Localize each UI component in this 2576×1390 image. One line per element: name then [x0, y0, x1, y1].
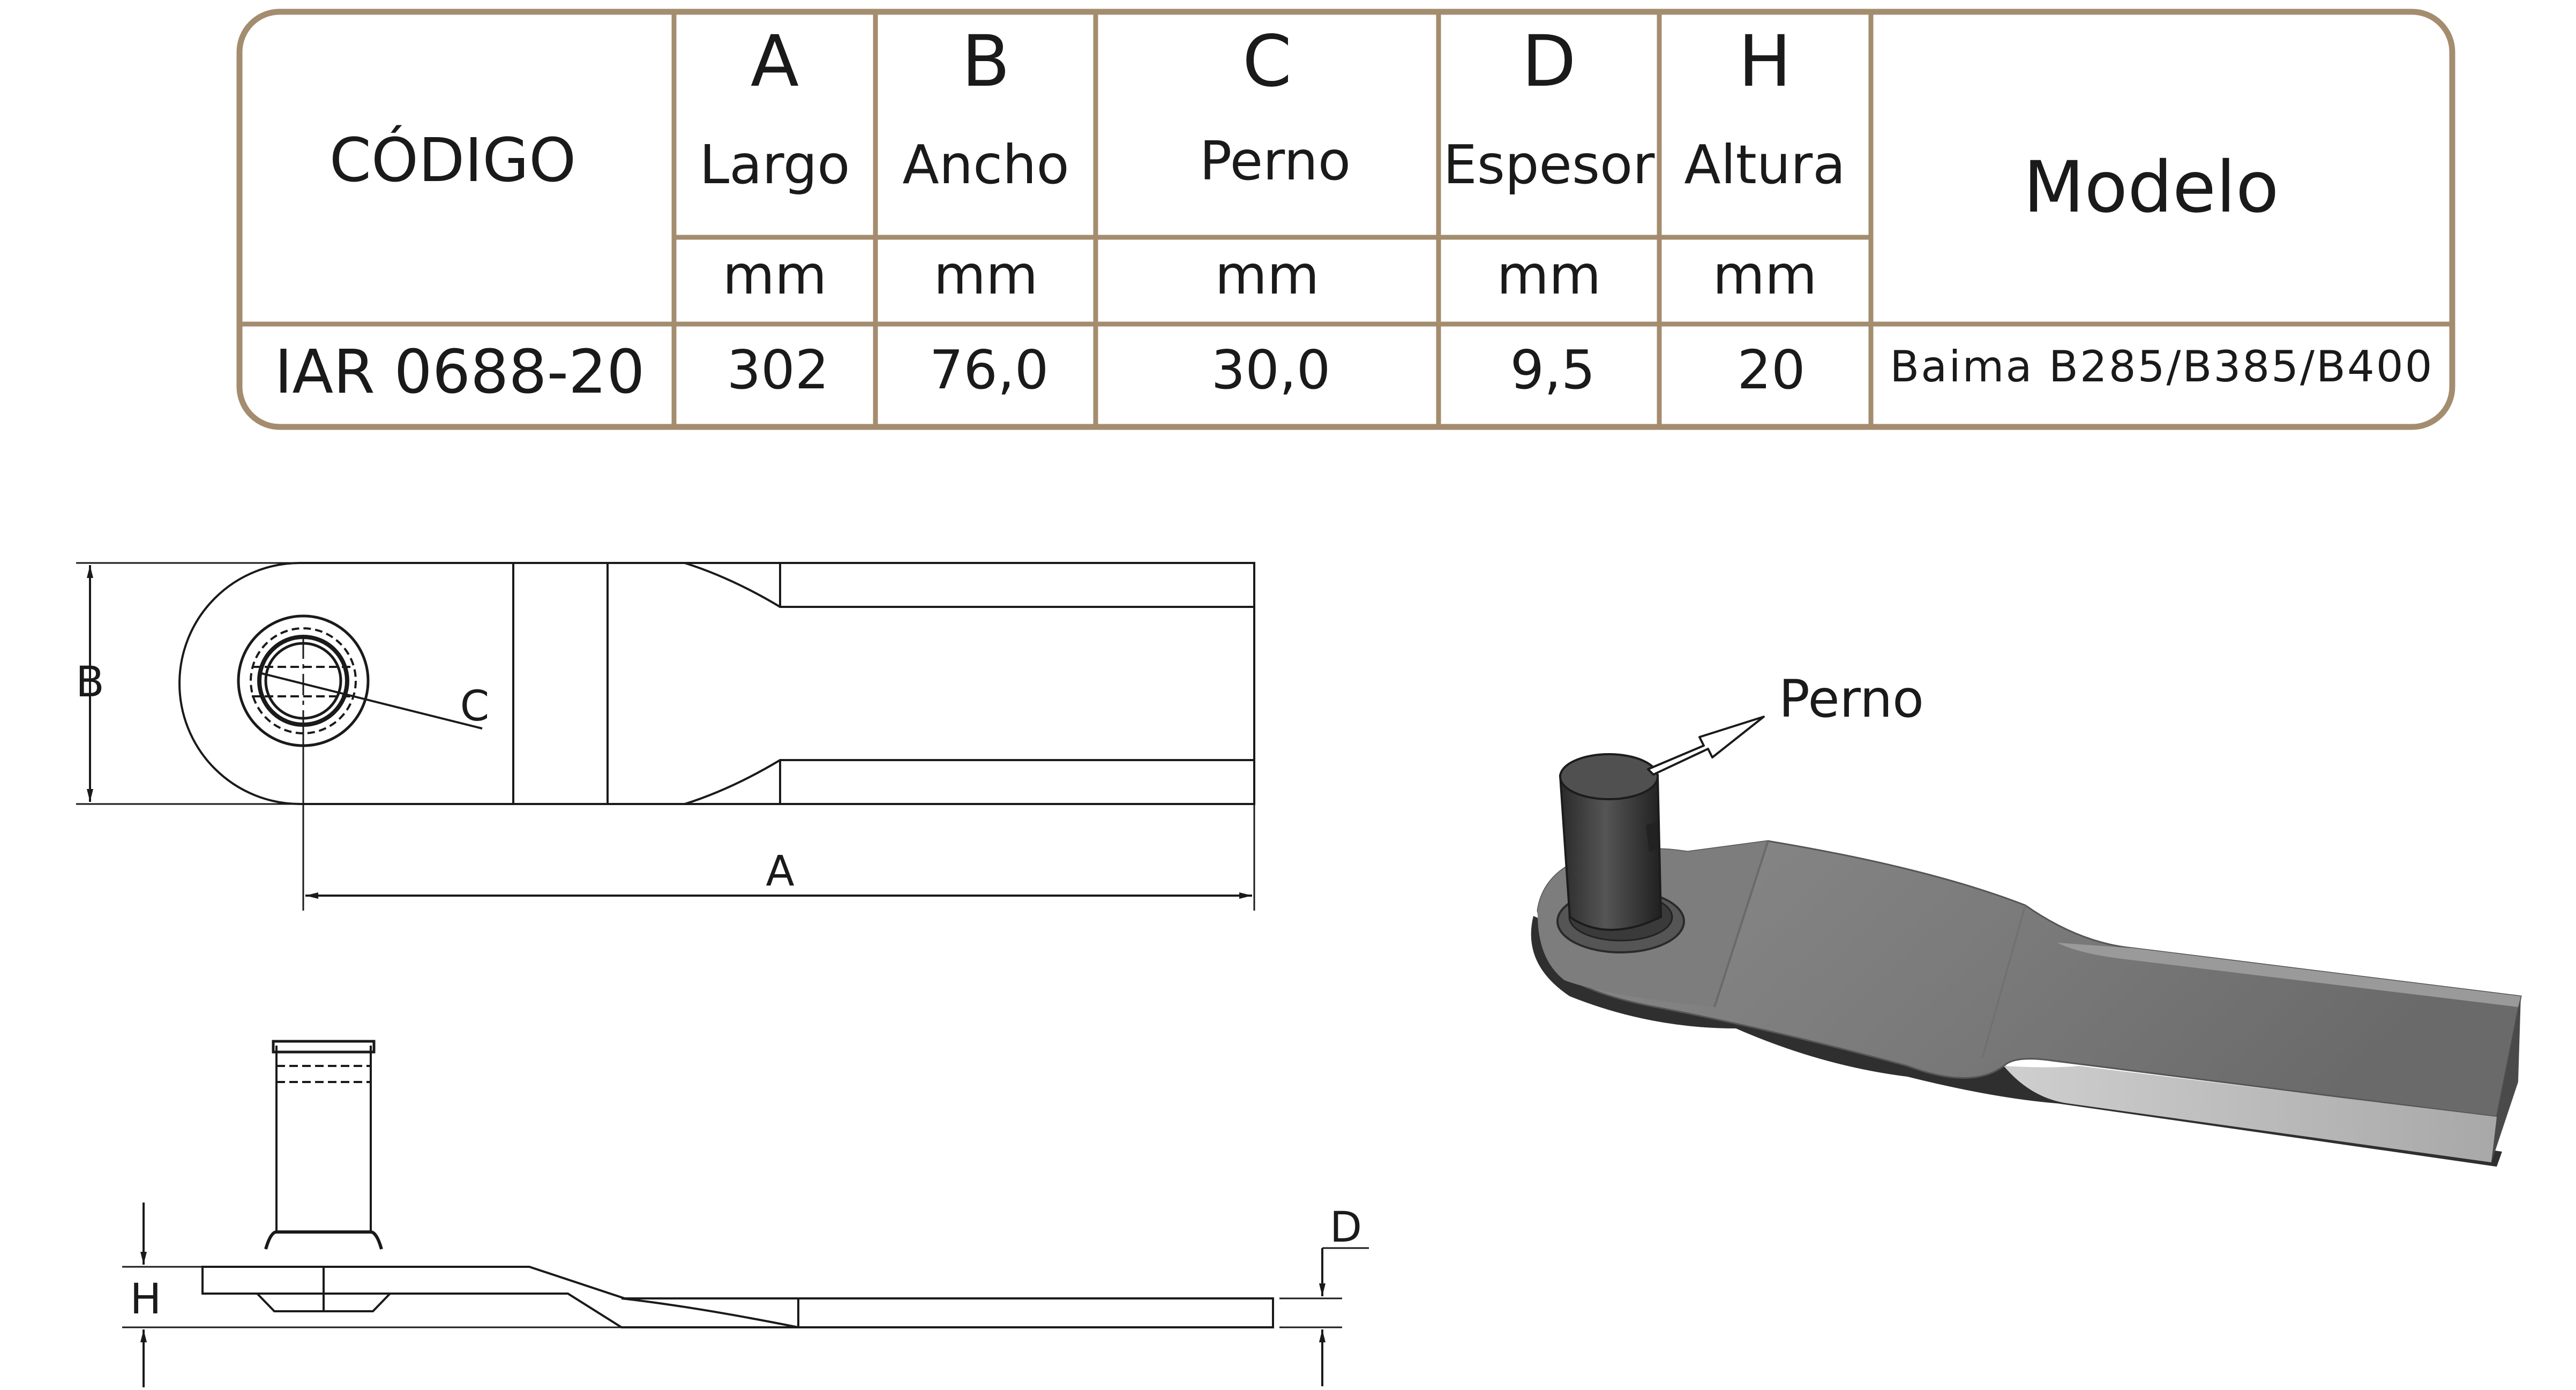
column-header-d: D Espesor mm: [1443, 20, 1656, 306]
blade-tip-face: [2491, 996, 2521, 1162]
row-value-c: 30,0: [1211, 339, 1331, 401]
table-frame: [236, 9, 2455, 430]
table-grid: [242, 13, 2450, 426]
taper-bottom: [684, 759, 1254, 805]
blade-ridge: [1981, 905, 2026, 1058]
blade-bevel-edge: [2004, 1066, 2497, 1162]
row-value-d: 9,5: [1510, 339, 1595, 401]
isometric-blade-render: [1531, 716, 2522, 1167]
column-name: Ancho: [902, 133, 1069, 196]
row-value-b: 76,0: [930, 339, 1049, 401]
column-unit: mm: [723, 244, 827, 306]
dimension-label-a: A: [766, 847, 794, 896]
taper-side: [621, 1297, 799, 1328]
column-header-h: H Altura mm: [1684, 20, 1845, 306]
column-name: Perno: [1200, 130, 1351, 192]
blade-profile: [201, 1266, 1274, 1328]
dimension-label-d: D: [1330, 1204, 1362, 1252]
pin-callout-label: Perno: [1779, 669, 1924, 729]
column-unit: mm: [1713, 244, 1817, 306]
dimension-label-b: B: [76, 658, 104, 707]
column-letter: D: [1522, 20, 1576, 103]
row-value-a: 302: [727, 339, 829, 401]
spec-table: CÓDIGO Modelo A Largo mm B Ancho mm C Pe…: [236, 9, 2455, 430]
column-letter: H: [1738, 20, 1791, 103]
pin-top-cap: [272, 1040, 376, 1054]
column-header-a: A Largo mm: [699, 20, 850, 306]
c-leader-line: [259, 672, 483, 730]
pin-hidden-groove: [276, 1065, 371, 1083]
blade-outline: [178, 562, 1255, 805]
column-letter: A: [751, 20, 799, 103]
pin-notch: [1646, 822, 1658, 852]
column-unit: mm: [1215, 244, 1320, 306]
column-letter: C: [1242, 20, 1292, 103]
dimension-label-h: H: [130, 1275, 162, 1324]
pin-callout-arrow: [1647, 716, 1765, 776]
taper-top: [684, 562, 1254, 608]
dimension-label-c: C: [460, 682, 489, 731]
row-code: IAR 0688-20: [274, 337, 645, 407]
column-unit: mm: [1497, 244, 1601, 306]
row-model: Baima B285/B385/B400: [1890, 342, 2433, 392]
column-name: Altura: [1684, 133, 1845, 196]
column-unit: mm: [934, 244, 1038, 306]
code-header: CÓDIGO: [330, 125, 576, 196]
pin-fillet: [264, 1230, 383, 1250]
column-header-c: C Perno mm: [1200, 20, 1351, 306]
pin-body: [1559, 775, 1663, 931]
blade-top-bevel: [2057, 943, 2521, 1007]
column-name: Espesor: [1443, 133, 1656, 196]
column-header-b: B Ancho mm: [902, 20, 1069, 306]
top-view-drawing: [76, 562, 1255, 911]
pin-side: [275, 1046, 372, 1232]
pin-boss-hidden: [250, 627, 357, 734]
model-header: Modelo: [2023, 146, 2279, 229]
column-letter: B: [962, 20, 1010, 103]
row-value-h: 20: [1737, 339, 1805, 401]
blade-ridge: [1713, 840, 1769, 1008]
column-name: Largo: [699, 133, 850, 196]
side-view-drawing: [122, 1040, 1369, 1387]
pin-top: [1559, 753, 1659, 800]
table-row: IAR 0688-20 302 76,0 30,0 9,5 20 Baima B…: [274, 337, 2433, 407]
